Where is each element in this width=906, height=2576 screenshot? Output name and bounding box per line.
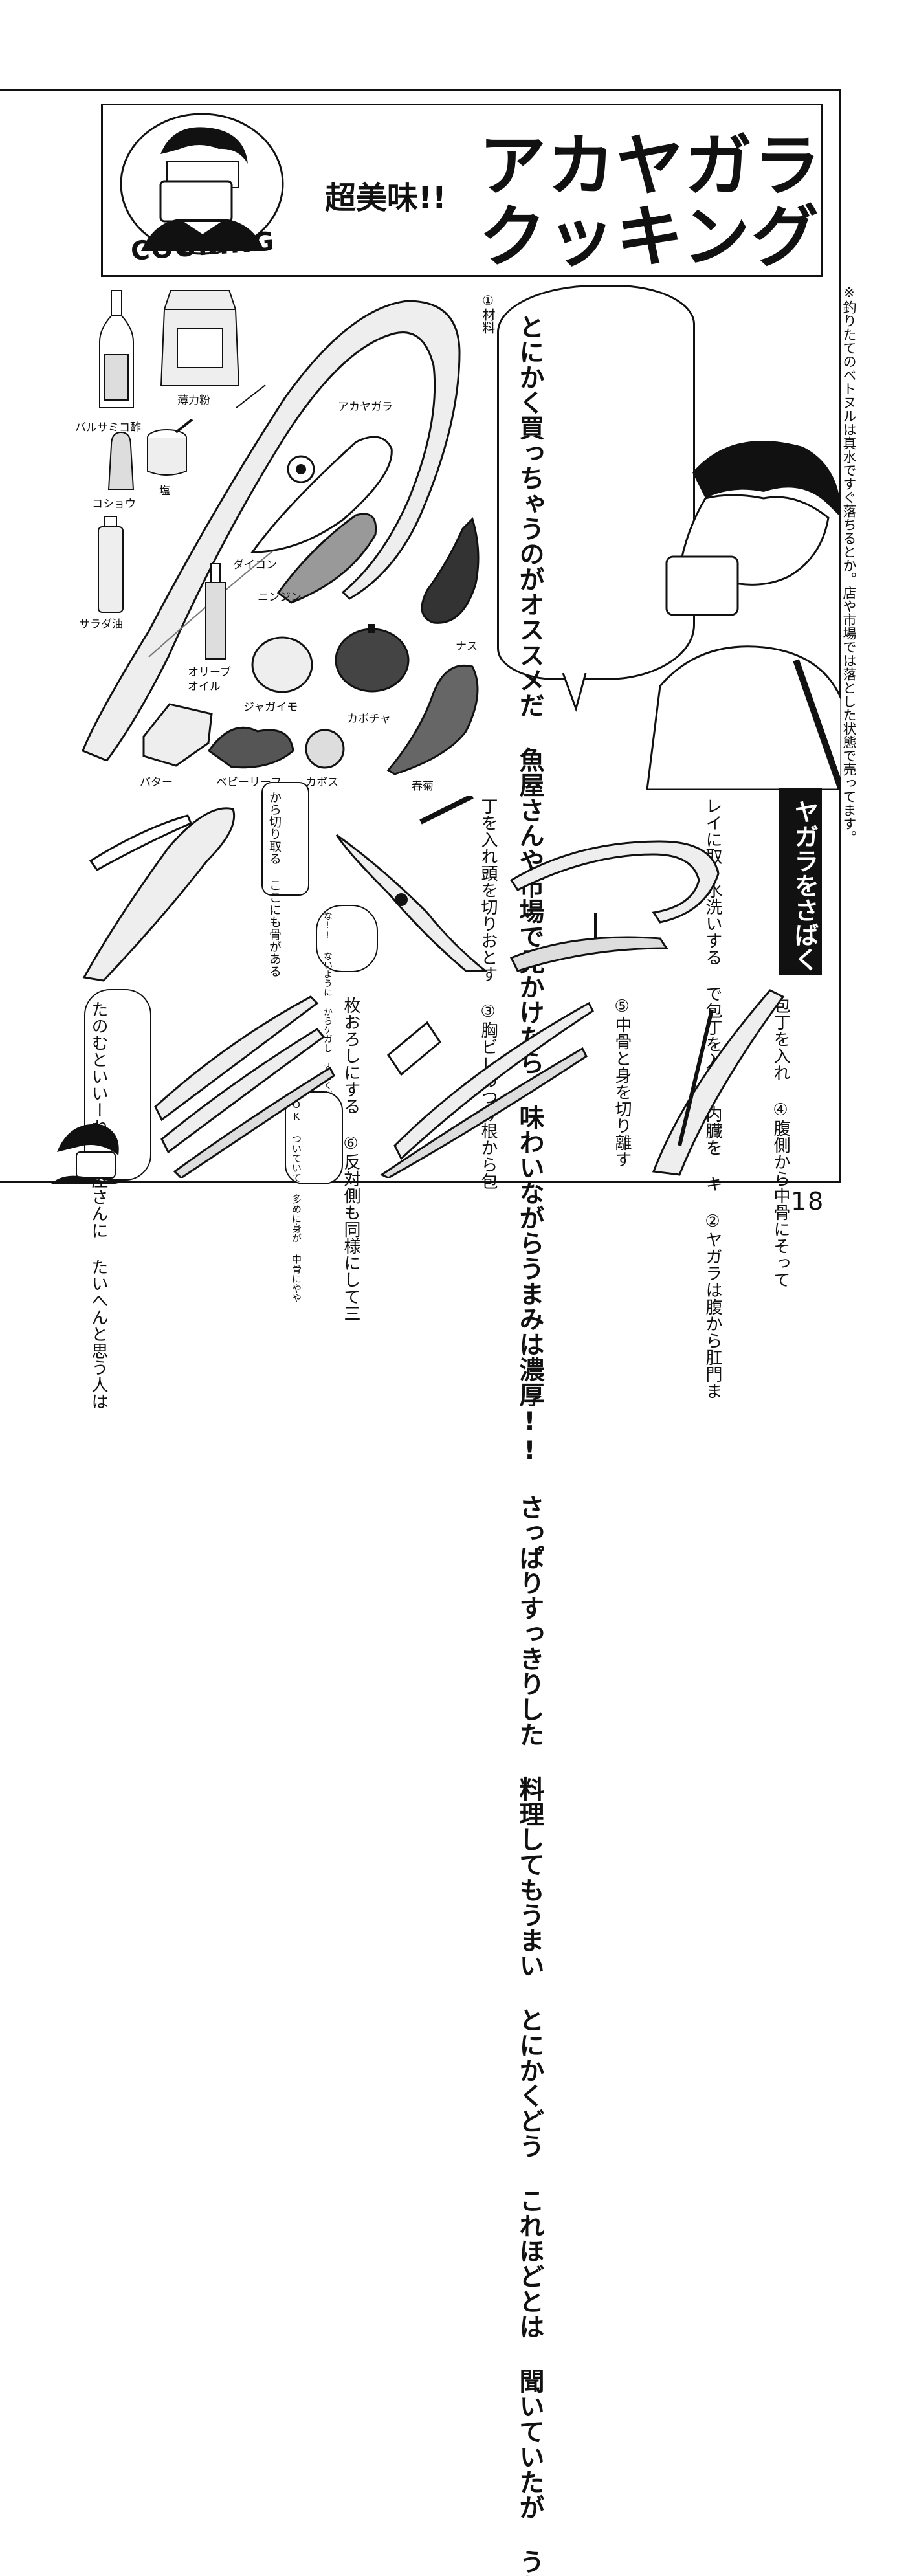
label-olive-oil-2: オイル xyxy=(188,680,221,693)
step-6-line-2: 枚おろしにする xyxy=(341,997,360,1115)
label-salad-oil: サラダ油 xyxy=(79,618,123,631)
speech-bubble-tail xyxy=(562,673,587,712)
salt-pot-icon xyxy=(147,419,193,476)
step-4-text: 包丁を入れ ④腹側から中骨にそって xyxy=(770,997,790,1288)
bubble-hard-note xyxy=(316,905,378,972)
speech-bubble-main xyxy=(497,285,695,680)
bone-note-text: から切り取る ここにも骨がある xyxy=(267,791,282,977)
speech-main-text: とにかく買っちゃうのがオススメだ 魚屋さんや市場で見かけたら 味わいながらうまみ… xyxy=(514,314,545,2576)
carrot-icon xyxy=(276,513,377,604)
bubble-fillet-note xyxy=(285,1091,343,1184)
chef-side-portrait-icon xyxy=(646,441,841,790)
fishmonger-line-1: たいへんと思う人は xyxy=(89,1258,108,1410)
speech-line-3: これほどとは xyxy=(515,2188,544,2339)
label-kabosu: カボス xyxy=(305,776,338,789)
pumpkin-icon xyxy=(335,624,410,693)
fish-fillet-row1-illustration xyxy=(82,807,236,982)
label-flour: 薄力粉 xyxy=(177,394,210,407)
speech-line-4: とにかくどう xyxy=(515,2007,544,2159)
label-balsamic: バルサミコ酢 xyxy=(75,421,141,434)
fillet-note-line-4: OK xyxy=(291,1099,302,1122)
ingredients-heading: ①材料 xyxy=(480,293,496,334)
shungiku-icon xyxy=(386,664,479,775)
step-6-line-1: ⑥反対側も同様にして三 xyxy=(341,1134,360,1322)
speech-line-2: 聞いていたが xyxy=(515,2368,544,2520)
title-line-2: クッキング xyxy=(479,197,820,276)
butter-icon xyxy=(142,703,213,767)
flour-bag-icon xyxy=(160,290,240,386)
akayagara-fish-illustration xyxy=(82,300,461,761)
chef-portrait-icon xyxy=(120,113,284,255)
speech-line-5: 料理してもうまい xyxy=(515,1776,544,1978)
page-frame xyxy=(0,89,841,1183)
hard-note-line-4: な!! xyxy=(322,911,333,941)
step-3-line-2: 丁を入れ頭を切りおとす xyxy=(478,797,498,983)
step-5-text: ⑤中骨と身を切り離す xyxy=(612,997,632,1168)
fillet-note-line-3: ついていて xyxy=(291,1134,302,1183)
label-potato: ジャガイモ xyxy=(243,701,298,714)
daikon-icon xyxy=(250,436,393,553)
bubble-bone-note xyxy=(261,782,309,896)
step-5-line-1: ⑤中骨と身を切り離す xyxy=(612,997,632,1168)
label-salt: 塩 xyxy=(159,485,170,498)
balsamic-bottle-icon xyxy=(99,290,134,408)
eggplant-icon xyxy=(421,517,480,624)
label-carrot: ニンジン xyxy=(258,591,302,604)
step-4-line-1: ④腹側から中骨にそって xyxy=(771,1100,790,1288)
label-butter: バター xyxy=(140,776,173,789)
label-shungiku: 春菊 xyxy=(412,780,434,793)
baby-leaf-icon xyxy=(207,726,294,769)
speech-line-6: さっぱりすっきりした xyxy=(515,1494,544,1747)
label-pumpkin: カボチャ xyxy=(347,713,391,726)
fillet-note-line-2: 多めに身が xyxy=(291,1194,302,1243)
title-line-1: アカヤガラ xyxy=(479,126,823,205)
speech-line-1: うわさには xyxy=(515,2549,544,2576)
hard-note-line-3: ないように xyxy=(322,951,333,997)
label-olive-oil-1: オリーブ xyxy=(188,666,231,679)
label-eggplant: ナス xyxy=(456,640,478,653)
label-pepper: コショウ xyxy=(92,498,136,511)
step-3-line-1: ③胸ビレのつけ根から包 xyxy=(478,1002,498,1190)
label-daikon: ダイコン xyxy=(233,559,277,572)
speech-line-9: とにかく買っちゃうのがオススメだ xyxy=(515,314,544,718)
fishmonger-text: たのむといいーね 魚屋さんに たいへんと思う人は xyxy=(88,1001,108,1410)
section-title: ヤガラをさばく xyxy=(790,799,819,972)
fish-head-cut-illustration xyxy=(335,796,489,972)
fishmonger-line-3: たのむといいーね xyxy=(89,1001,108,1135)
fillet-note-line-1: 中骨にやや xyxy=(291,1254,302,1303)
salad-oil-bottle-icon xyxy=(98,516,124,613)
fish-gutting-illustration xyxy=(509,840,720,972)
three-fillets-illustration xyxy=(154,995,335,1178)
page-number: 18 xyxy=(791,1187,825,1216)
footnote: ※釣りたてのベトヌルは真水ですぐ落ちるとか。店や市場では落とした状態で売ってます… xyxy=(841,285,857,844)
potato-icon xyxy=(251,636,313,693)
bone-note-line-2: から切り取る xyxy=(267,791,282,865)
backbone-separation-illustration xyxy=(380,1001,594,1178)
subtitle: 超美味!! xyxy=(325,180,447,216)
step-6-text: 枚おろしにする ⑥反対側も同様にして三 xyxy=(340,997,360,1322)
kabosu-icon xyxy=(305,729,345,769)
section-title-band: ヤガラをさばく xyxy=(779,788,822,975)
step-3-text: 丁を入れ頭を切りおとす ③胸ビレのつけ根から包 xyxy=(478,797,498,1190)
label-fish: アカヤガラ xyxy=(338,401,393,414)
chef-small-portrait-icon xyxy=(50,1124,122,1184)
bone-note-line-1: ここにも骨がある xyxy=(267,879,282,977)
pepper-shaker-icon xyxy=(107,432,135,490)
step-2-line-1: ②ヤガラは腹から肛門ま xyxy=(703,1212,722,1399)
knife-along-spine-illustration xyxy=(652,989,785,1176)
olive-oil-bottle-icon xyxy=(205,563,226,660)
speech-line-8: 魚屋さんや市場で見かけたら xyxy=(515,747,544,1075)
hard-note-line-2: からケガし xyxy=(322,1007,333,1052)
